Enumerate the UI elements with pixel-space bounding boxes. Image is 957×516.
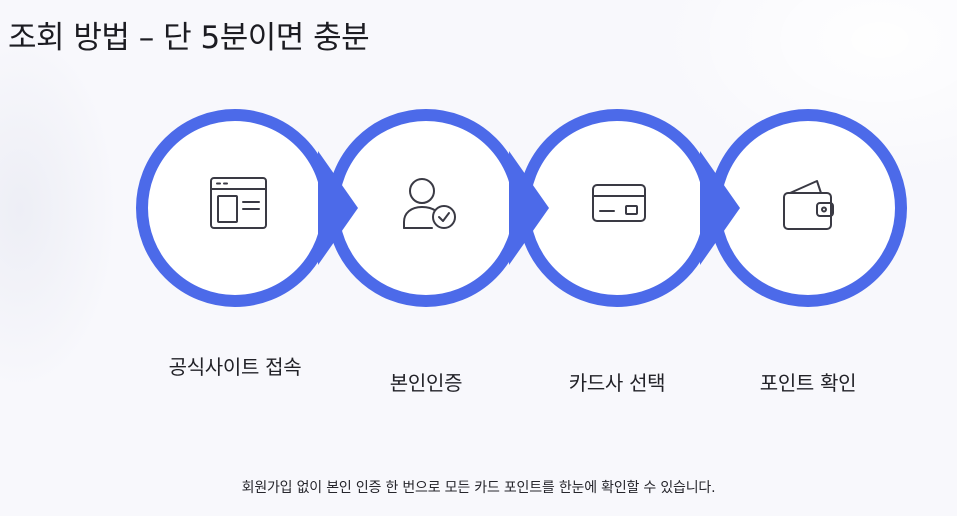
step-3-circle xyxy=(518,109,716,307)
credit-card-icon xyxy=(592,184,646,222)
step-label-2: 본인인증 xyxy=(389,371,463,395)
step-label-3: 카드사 선택 xyxy=(568,371,666,395)
footer-note: 회원가입 없이 본인 인증 한 번으로 모든 카드 포인트를 한눈에 확인할 수… xyxy=(241,480,716,496)
user-check-icon xyxy=(403,178,456,229)
step-3 xyxy=(518,109,716,307)
arrow-connector-3 xyxy=(700,151,740,265)
step-4 xyxy=(709,109,907,307)
arrow-connector-1 xyxy=(318,151,358,265)
arrow-connector-2 xyxy=(509,151,549,265)
step-4-circle xyxy=(709,109,907,307)
step-1 xyxy=(136,109,334,307)
browser-window-icon xyxy=(210,177,267,229)
step-label-4: 포인트 확인 xyxy=(759,371,857,395)
wallet-icon xyxy=(783,180,834,230)
page-title: 조회 방법 – 단 5분이면 충분 xyxy=(8,20,370,56)
step-label-1: 공식사이트 접속 xyxy=(168,355,302,379)
step-1-circle xyxy=(136,109,334,307)
